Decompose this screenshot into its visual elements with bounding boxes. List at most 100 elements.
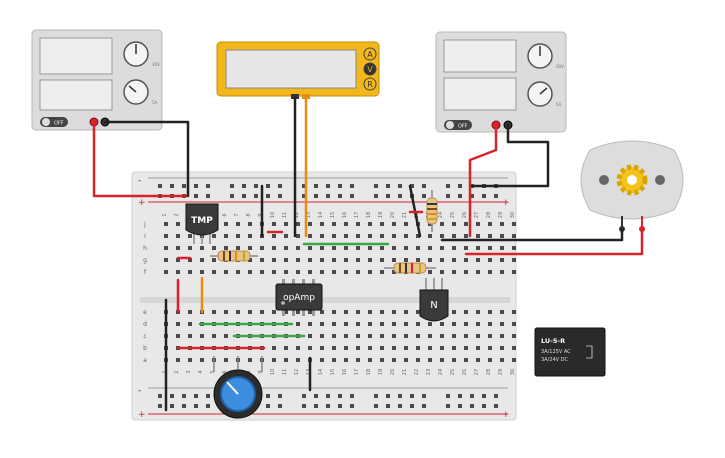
- breadboard-hole[interactable]: [392, 258, 396, 262]
- breadboard-hole[interactable]: [284, 234, 288, 238]
- breadboard-hole[interactable]: [332, 346, 336, 350]
- breadboard-hole[interactable]: [494, 404, 498, 408]
- breadboard-hole[interactable]: [512, 222, 516, 226]
- breadboard-hole[interactable]: [332, 246, 336, 250]
- breadboard-hole[interactable]: [398, 194, 402, 198]
- breadboard-hole[interactable]: [248, 222, 252, 226]
- breadboard-hole[interactable]: [272, 222, 276, 226]
- breadboard-hole[interactable]: [374, 394, 378, 398]
- breadboard-hole[interactable]: [308, 270, 312, 274]
- power-supply-left[interactable]: 30V 5A OFF: [31, 29, 163, 131]
- breadboard-hole[interactable]: [404, 258, 408, 262]
- breadboard-hole[interactable]: [392, 322, 396, 326]
- mode-r-label[interactable]: R: [367, 80, 373, 89]
- breadboard-hole[interactable]: [296, 234, 300, 238]
- breadboard-hole[interactable]: [416, 358, 420, 362]
- breadboard-hole[interactable]: [380, 234, 384, 238]
- breadboard-hole[interactable]: [512, 322, 516, 326]
- breadboard-hole[interactable]: [512, 358, 516, 362]
- breadboard-hole[interactable]: [296, 322, 300, 326]
- breadboard-hole[interactable]: [338, 194, 342, 198]
- breadboard-hole[interactable]: [350, 394, 354, 398]
- power-supply-right[interactable]: 30V 5A OFF: [435, 31, 567, 133]
- potentiometer[interactable]: [213, 356, 263, 419]
- breadboard-hole[interactable]: [236, 222, 240, 226]
- breadboard-hole[interactable]: [284, 270, 288, 274]
- breadboard-hole[interactable]: [164, 258, 168, 262]
- breadboard-hole[interactable]: [212, 234, 216, 238]
- breadboard-hole[interactable]: [248, 270, 252, 274]
- breadboard-hole[interactable]: [512, 246, 516, 250]
- breadboard-hole[interactable]: [500, 270, 504, 274]
- breadboard-hole[interactable]: [332, 222, 336, 226]
- breadboard-hole[interactable]: [332, 258, 336, 262]
- breadboard-hole[interactable]: [248, 234, 252, 238]
- breadboard-hole[interactable]: [440, 334, 444, 338]
- breadboard-hole[interactable]: [428, 234, 432, 238]
- breadboard-hole[interactable]: [296, 222, 300, 226]
- breadboard-hole[interactable]: [428, 346, 432, 350]
- breadboard-hole[interactable]: [188, 334, 192, 338]
- breadboard-hole[interactable]: [392, 358, 396, 362]
- breadboard-hole[interactable]: [410, 394, 414, 398]
- breadboard-hole[interactable]: [320, 270, 324, 274]
- breadboard-hole[interactable]: [368, 310, 372, 314]
- breadboard-hole[interactable]: [350, 404, 354, 408]
- breadboard-hole[interactable]: [188, 246, 192, 250]
- breadboard-hole[interactable]: [170, 394, 174, 398]
- temperature-sensor[interactable]: TMP: [185, 203, 219, 244]
- breadboard-hole[interactable]: [182, 394, 186, 398]
- breadboard-hole[interactable]: [176, 222, 180, 226]
- breadboard-hole[interactable]: [386, 184, 390, 188]
- breadboard-hole[interactable]: [224, 222, 228, 226]
- breadboard-hole[interactable]: [302, 404, 306, 408]
- breadboard-hole[interactable]: [194, 184, 198, 188]
- breadboard-hole[interactable]: [266, 184, 270, 188]
- breadboard-hole[interactable]: [404, 322, 408, 326]
- breadboard-hole[interactable]: [476, 358, 480, 362]
- resistor-horizontal-2[interactable]: [384, 262, 436, 274]
- breadboard-hole[interactable]: [320, 346, 324, 350]
- breadboard-hole[interactable]: [176, 334, 180, 338]
- breadboard-hole[interactable]: [344, 258, 348, 262]
- breadboard-hole[interactable]: [452, 358, 456, 362]
- breadboard-hole[interactable]: [206, 194, 210, 198]
- breadboard-hole[interactable]: [344, 334, 348, 338]
- breadboard-hole[interactable]: [380, 246, 384, 250]
- breadboard-hole[interactable]: [356, 346, 360, 350]
- breadboard-hole[interactable]: [344, 322, 348, 326]
- breadboard-hole[interactable]: [452, 258, 456, 262]
- breadboard-hole[interactable]: [488, 258, 492, 262]
- breadboard-hole[interactable]: [278, 394, 282, 398]
- breadboard-hole[interactable]: [356, 234, 360, 238]
- breadboard-hole[interactable]: [476, 246, 480, 250]
- breadboard-hole[interactable]: [464, 234, 468, 238]
- breadboard-hole[interactable]: [452, 334, 456, 338]
- breadboard-hole[interactable]: [482, 394, 486, 398]
- breadboard-hole[interactable]: [380, 222, 384, 226]
- breadboard-hole[interactable]: [338, 404, 342, 408]
- breadboard-hole[interactable]: [200, 358, 204, 362]
- breadboard-hole[interactable]: [212, 258, 216, 262]
- breadboard-hole[interactable]: [284, 310, 288, 314]
- breadboard-hole[interactable]: [404, 358, 408, 362]
- breadboard-hole[interactable]: [356, 358, 360, 362]
- breadboard-hole[interactable]: [476, 322, 480, 326]
- breadboard-hole[interactable]: [386, 194, 390, 198]
- breadboard-hole[interactable]: [344, 222, 348, 226]
- breadboard-hole[interactable]: [320, 258, 324, 262]
- breadboard-hole[interactable]: [260, 246, 264, 250]
- breadboard-hole[interactable]: [302, 194, 306, 198]
- breadboard-hole[interactable]: [368, 358, 372, 362]
- breadboard-hole[interactable]: [392, 234, 396, 238]
- breadboard-hole[interactable]: [170, 404, 174, 408]
- breadboard-hole[interactable]: [404, 234, 408, 238]
- breadboard-hole[interactable]: [464, 310, 468, 314]
- breadboard-hole[interactable]: [296, 258, 300, 262]
- breadboard-hole[interactable]: [482, 194, 486, 198]
- breadboard-hole[interactable]: [500, 258, 504, 262]
- breadboard-hole[interactable]: [380, 346, 384, 350]
- breadboard-hole[interactable]: [212, 310, 216, 314]
- breadboard-hole[interactable]: [464, 322, 468, 326]
